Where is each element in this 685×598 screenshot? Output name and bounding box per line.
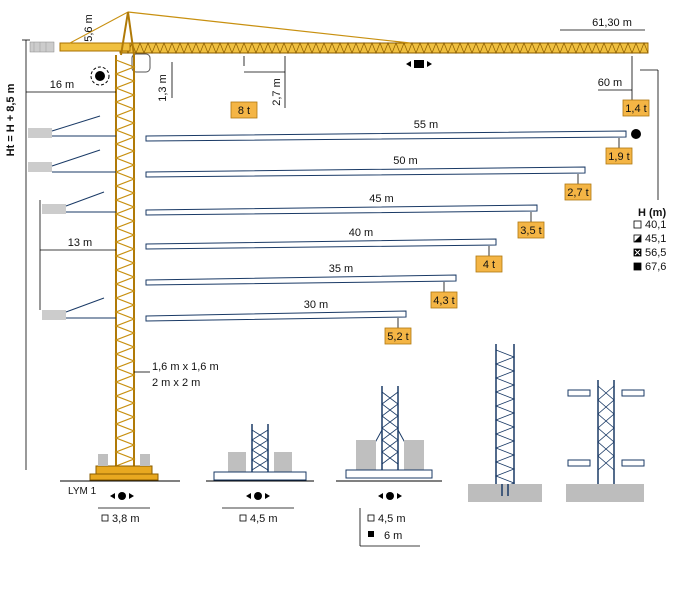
mid-counter-length-label: 13 m [68, 237, 92, 249]
reach-lines: 55 m 1,9 t 50 m 2,7 t 45 m 3,5 t 40 m 4 t 35 m 4,… [145, 119, 633, 345]
reach-length-label: 30 m [304, 299, 328, 311]
reach-length-label: 55 m [414, 119, 438, 131]
reach-load-label: 3,5 t [520, 225, 541, 237]
height-legend-item: 45,1 [633, 233, 666, 245]
counter-section-1: 16 m [26, 79, 116, 93]
base-5 [566, 380, 645, 502]
reach-line-3: 45 m 3,5 t [145, 193, 545, 239]
reach-bar [145, 238, 497, 250]
slewing-base-2-icon [254, 492, 262, 500]
base-3: 4,5 m 6 m [336, 386, 442, 547]
reach-bar [145, 274, 457, 286]
reach-length-label: 50 m [393, 155, 417, 167]
reach-load-tag [384, 327, 412, 345]
reach-load-tag [430, 291, 458, 309]
small-jib-1 [28, 115, 116, 138]
mast-section-a-label: 1,6 m x 1,6 m [152, 361, 219, 373]
base-2-label: 4,5 m [250, 513, 278, 525]
top-height-label: 5,6 m [83, 14, 95, 42]
reach-line-2: 50 m 2,7 t [145, 155, 592, 201]
base-1-marker-icon [101, 514, 109, 522]
tip-hook-icon [631, 129, 641, 139]
reach-load-label: 2,7 t [567, 187, 588, 199]
counter-jib-length-label: 16 m [50, 79, 74, 91]
mast-section-b-label: 2 m x 2 m [152, 377, 200, 389]
tower-height-label: Ht = H + 8,5 m [5, 83, 17, 156]
max-jib-length-label: 61,30 m [592, 17, 632, 29]
reach-line-5: 35 m 4,3 t [145, 263, 458, 309]
reach-load-tag [517, 221, 545, 239]
reach-length-label: 45 m [369, 193, 393, 205]
reach-line-4: 40 m 4 t [145, 227, 503, 273]
height-legend-value: 40,1 [645, 219, 666, 231]
small-jib-2 [28, 149, 116, 173]
slewing-base-3-icon [386, 492, 394, 500]
base-3-label2: 6 m [384, 530, 402, 542]
base-3-marker2-icon [368, 531, 374, 537]
reach-line-1: 55 m 1,9 t [145, 119, 633, 165]
height-legend-item: 67,6 [633, 261, 666, 273]
height-legend: H (m) 40,1 45,1 56,5 67,6 [633, 207, 666, 273]
reach-length-label: 40 m [349, 227, 373, 239]
base-3-label: 4,5 m [378, 513, 406, 525]
reach-bar [145, 204, 538, 216]
height-legend-item: 40,1 [633, 219, 666, 231]
height-reference: Ht = H + 8,5 m 16 m 13 m [5, 39, 116, 470]
base-2: 4,5 m [206, 424, 314, 525]
reach-length-label: 35 m [329, 263, 353, 275]
height-legend-value: 56,5 [645, 247, 666, 259]
reach-load-tag [564, 183, 592, 201]
hook-height-label: 1,3 m [157, 74, 169, 102]
small-jib-3: 13 m [39, 191, 116, 310]
trolley-load-label: 8 t [238, 105, 250, 117]
reach-load-label: 4 t [483, 259, 495, 271]
trolley-symbol [406, 60, 432, 68]
reach-bar [145, 166, 586, 178]
trolley-height-label: 2,7 m [271, 78, 283, 106]
reach-bar [145, 310, 407, 322]
base-1: 3,8 m [98, 492, 150, 525]
legend-swatch-icon [633, 262, 642, 271]
reach-line-6: 30 m 5,2 t [145, 299, 412, 345]
reach-load-tag [605, 147, 633, 165]
tip-load-tag: 1,4 t [622, 99, 650, 117]
base-4 [468, 344, 542, 502]
height-legend-item: 56,5 [633, 247, 666, 259]
tip-load-label: 1,4 t [625, 103, 646, 115]
reach-load-label: 5,2 t [387, 331, 408, 343]
slewing-base-1-icon [118, 492, 126, 500]
reach-load-label: 4,3 t [433, 295, 454, 307]
height-legend-value: 67,6 [645, 261, 666, 273]
legend-swatch-icon [633, 220, 642, 229]
base-3-marker-icon [367, 514, 375, 522]
mast [60, 11, 180, 482]
reach-load-tag [475, 255, 503, 273]
trolley-load-tag: 8 t [230, 101, 258, 119]
height-legend-title: H (m) [638, 207, 666, 219]
tip-jib-length-label: 60 m [598, 77, 622, 89]
reach-load-label: 1,9 t [608, 151, 629, 163]
base-1-label: 3,8 m [112, 513, 140, 525]
slewing-symbol-top [90, 66, 110, 86]
height-legend-value: 45,1 [645, 233, 666, 245]
reach-bar [145, 130, 627, 142]
base-2-marker-icon [239, 514, 247, 522]
base-code-label: LYM 1 [68, 486, 97, 497]
main-jib [29, 11, 649, 73]
small-jib-4 [42, 297, 116, 320]
